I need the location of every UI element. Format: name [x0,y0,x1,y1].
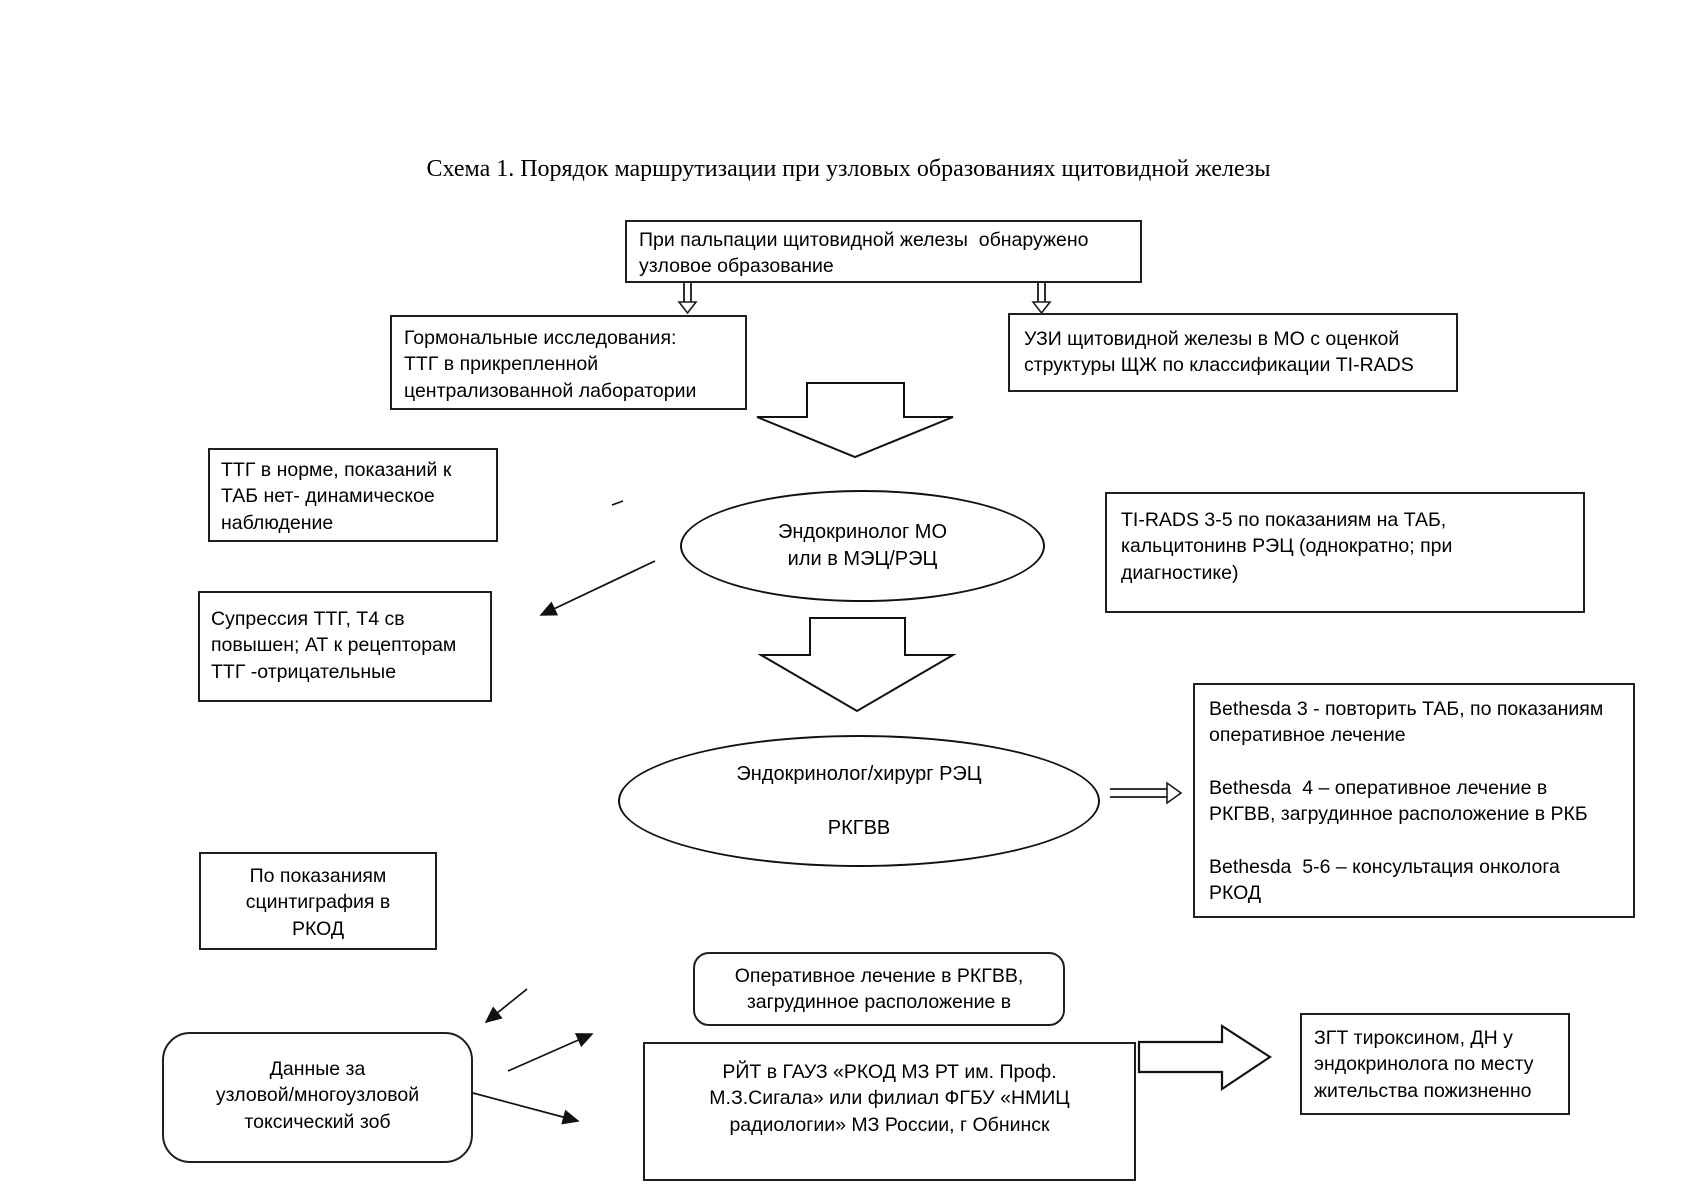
double-arrow-down-left [683,283,692,302]
diagram-title: Схема 1. Порядок маршрутизации при узлов… [426,156,1271,182]
node-endocrinologist-mo: Эндокринолог МО или в МЭЦ/РЭЦ [680,490,1045,602]
node-endocrinologist-surgeon-rec-label: Эндокринолог/хирург РЭЦ РКГВВ [736,762,982,839]
node-radioiodine-therapy: РЙТ в ГАУЗ «РКОД МЗ РТ им. Проф. М.З.Сиг… [643,1042,1136,1181]
arrow-endo-to-suppression [539,560,656,616]
node-scintigraphy-rkod: По показаниям сцинтиграфия в РКОД [199,852,437,950]
node-operative-treatment: Оперативное лечение в РКГВВ, загрудинное… [693,952,1065,1026]
node-toxic-goiter: Данные за узловой/многоузловой токсическ… [162,1032,473,1163]
node-endocrinologist-mo-label: Эндокринолог МО или в МЭЦ/РЭЦ [777,521,948,570]
double-arrow-right-body [1110,788,1167,798]
node-bethesda-outcomes: Bethesda 3 - повторить ТАБ, по показания… [1193,683,1635,918]
block-arrow-down-2 [757,617,957,713]
node-palpation-found: При пальпации щитовидной железы обнаруже… [625,220,1142,283]
double-arrow-down-right [1037,283,1046,302]
stray-dash [611,500,624,506]
node-endocrinologist-surgeon-rec: Эндокринолог/хирург РЭЦ РКГВВ [618,735,1100,867]
node-ttg-normal-observation: ТТГ в норме, показаний к ТАБ нет- динами… [208,448,498,542]
block-arrow-right [1137,1023,1273,1092]
node-hormonal-tests: Гормональные исследования: ТТГ в прикреп… [390,315,747,410]
block-arrow-down-1 [756,382,954,459]
double-arrow-down-left-head [677,301,698,315]
arrow-scint-to-toxic [484,988,528,1024]
double-arrow-down-right-head [1031,301,1052,315]
node-ttg-suppression: Супрессия ТТГ, Т4 св повышен; АТ к рецеп… [198,591,492,702]
node-zgt-thyroxine: ЗГТ тироксином, ДН у эндокринолога по ме… [1300,1013,1570,1115]
node-ultrasound-tirads: УЗИ щитовидной железы в МО с оценкой стр… [1008,313,1458,392]
arrow-toxic-to-operative [507,1033,594,1072]
double-arrow-right-head [1166,781,1183,805]
arrow-toxic-to-ryt [457,1088,580,1125]
node-tirads-3-5-tab: TI-RADS 3-5 по показаниям на ТАБ, кальци… [1105,492,1585,613]
